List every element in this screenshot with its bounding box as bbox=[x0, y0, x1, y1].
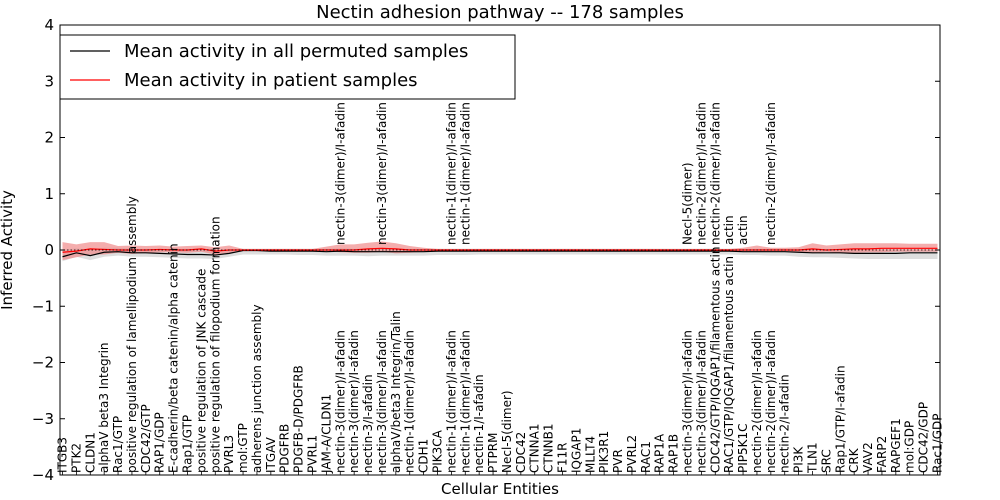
x-tick-label: F11R bbox=[556, 442, 570, 473]
x-tick-label: FARP2 bbox=[875, 436, 889, 473]
x-tick-label: VAV2 bbox=[861, 442, 875, 473]
x-tick-label: Rap1/GTP bbox=[181, 415, 195, 473]
y-axis: −4 −3 −2 −1 0 1 2 3 4 bbox=[32, 16, 940, 484]
x-tick-label: nectin-1(dimer)/I-afadin bbox=[444, 330, 458, 473]
x-tick-label: nectin-3(dimer)/I-afadin bbox=[681, 330, 695, 473]
x-tick-label: alphaV/beta3 Integrin/Talin bbox=[389, 311, 403, 473]
y-tick-label: 1 bbox=[44, 185, 54, 203]
x-tick-labels-upper: nectin-3(dimer)/I-afadin nectin-3(dimer)/… bbox=[333, 102, 778, 245]
legend-box bbox=[59, 34, 516, 100]
x-tick-label: nectin-3(dimer)/I-afadin bbox=[375, 330, 389, 473]
x-tick-label: CTNNA1 bbox=[528, 423, 542, 473]
x-tick-label: nectin-2(dimer)/I-afadin bbox=[750, 330, 764, 473]
x-tick-label: RAP1A bbox=[653, 433, 667, 473]
y-tick-label: −3 bbox=[32, 410, 54, 428]
x-tick-label: PVRL1 bbox=[306, 435, 320, 473]
legend-label-patient: Mean activity in patient samples bbox=[124, 70, 418, 91]
x-tick-label: nectin-3/I-afadin bbox=[361, 374, 375, 473]
x-tick-label: positive regulation of JNK cascade bbox=[194, 269, 208, 473]
x-tick-label: RAP1B bbox=[667, 434, 681, 473]
x-tick-label: CDC42/GTP bbox=[139, 404, 153, 473]
x-tick-label: alphaV beta3 Integrin bbox=[97, 342, 111, 473]
x-tick-label-upper: nectin-2(dimer)/I-afadin bbox=[708, 102, 722, 245]
x-tick-label: Rap1/GTP/I-afadin bbox=[833, 365, 847, 473]
x-tick-label: nectin-3(dimer)/I-afadin bbox=[347, 330, 361, 473]
x-tick-label: RAC1 bbox=[639, 441, 653, 473]
y-tick-label: −4 bbox=[32, 466, 54, 484]
x-tick-label: CTNNB1 bbox=[542, 423, 556, 473]
x-tick-label-upper: nectin-2(dimer)/I-afadin bbox=[694, 102, 708, 245]
x-tick-label: ITGAV bbox=[264, 436, 278, 473]
x-tick-label-upper: Necl-5(dimer) bbox=[681, 162, 695, 245]
x-tick-label: nectin-3(dimer)/I-afadin bbox=[333, 330, 347, 473]
x-tick-label: PTPRM bbox=[486, 433, 500, 474]
legend-label-permuted: Mean activity in all permuted samples bbox=[124, 41, 468, 62]
y-tick-label: 0 bbox=[44, 241, 54, 259]
x-tick-label: E-cadherin/beta catenin/alpha catenin bbox=[167, 243, 181, 473]
x-tick-label: CLDN1 bbox=[83, 432, 97, 473]
x-tick-label: nectin-3(dimer)/I-afadin bbox=[694, 330, 708, 473]
x-tick-label-upper: nectin-3(dimer)/I-afadin bbox=[375, 102, 389, 245]
x-tick-label: JAM-A/CLDN1 bbox=[319, 394, 333, 474]
x-tick-label-upper: nectin-2(dimer)/I-afadin bbox=[764, 102, 778, 245]
x-tick-label: mol:GDP bbox=[903, 421, 917, 473]
chart-title: Nectin adhesion pathway -- 178 samples bbox=[316, 2, 684, 23]
x-tick-label: PVRL2 bbox=[625, 435, 639, 473]
x-tick-label-upper: actin bbox=[736, 215, 750, 245]
x-tick-label: adherens junction assembly bbox=[250, 304, 264, 473]
x-tick-label-upper: nectin-3(dimer)/I-afadin bbox=[333, 102, 347, 245]
line-series-0 bbox=[62, 249, 938, 258]
y-tick-label: 3 bbox=[44, 72, 54, 90]
x-tick-label: SRC bbox=[819, 449, 833, 473]
x-tick-label: IQGAP1 bbox=[569, 428, 583, 473]
x-tick-label: CRK bbox=[847, 447, 861, 473]
x-tick-label: PI3K bbox=[792, 446, 806, 473]
x-tick-label: CDC42/GTP/IQGAP1/filamentous actin bbox=[708, 247, 722, 473]
x-tick-label: PTK2 bbox=[69, 443, 83, 473]
x-tick-label: positive regulation of lamellipodium ass… bbox=[125, 196, 139, 473]
y-tick-label: −1 bbox=[32, 297, 54, 315]
legend: Mean activity in all permuted samples Me… bbox=[59, 34, 516, 100]
x-tick-label: PIK3CA bbox=[431, 429, 445, 473]
x-tick-label: PVRL3 bbox=[222, 435, 236, 473]
x-tick-label-upper: actin bbox=[722, 215, 736, 245]
x-tick-label: RAP1/GDP bbox=[153, 412, 167, 473]
x-tick-label: CDH1 bbox=[417, 439, 431, 473]
y-tick-label: 2 bbox=[44, 129, 54, 147]
x-tick-label: RAC1/GTP/IQGAP1/filamentous actin bbox=[722, 256, 736, 473]
x-tick-label-upper: nectin-1(dimer)/I-afadin bbox=[444, 102, 458, 245]
x-tick-label: CDC42 bbox=[514, 432, 528, 473]
x-tick-label: PIP5K1C bbox=[736, 423, 750, 473]
x-tick-label: PVR bbox=[611, 449, 625, 473]
x-tick-label-upper: nectin-1(dimer)/I-afadin bbox=[458, 102, 472, 245]
y-tick-label: 4 bbox=[44, 16, 54, 34]
x-tick-label: Rac1/GDP bbox=[931, 414, 945, 473]
y-axis-label: Inferred Activity bbox=[0, 190, 16, 310]
x-tick-label: CDC42/GDP bbox=[917, 402, 931, 473]
x-tick-label: ITGB3 bbox=[56, 437, 70, 473]
x-tick-label: nectin-1(dimer)/I-afadin bbox=[403, 330, 417, 473]
x-tick-label: PDGFB-D/PDGFRB bbox=[292, 365, 306, 473]
y-tick-label: −2 bbox=[32, 354, 54, 372]
x-tick-label: PIK3R1 bbox=[597, 431, 611, 473]
x-tick-label: MLLT4 bbox=[583, 436, 597, 473]
x-tick-label: nectin-2(dimer)/I-afadin bbox=[764, 330, 778, 473]
band-series-1 bbox=[62, 241, 938, 261]
x-tick-label: nectin-2/I-afadin bbox=[778, 374, 792, 473]
x-tick-label: Necl-5(dimer) bbox=[500, 390, 514, 473]
x-tick-label: TLN1 bbox=[806, 442, 820, 474]
x-tick-label: mol:GTP bbox=[236, 423, 250, 473]
x-tick-label: positive regulation of filopodium format… bbox=[208, 216, 222, 473]
x-tick-label: Rac1/GTP bbox=[111, 416, 125, 473]
x-axis-label: Cellular Entities bbox=[441, 480, 559, 498]
x-tick-label: RAPGEF1 bbox=[889, 418, 903, 473]
x-tick-label: nectin-1(dimer)/I-afadin bbox=[458, 330, 472, 473]
x-tick-label: nectin-1/I-afadin bbox=[472, 374, 486, 473]
x-tick-label: PDGFRB bbox=[278, 424, 292, 473]
